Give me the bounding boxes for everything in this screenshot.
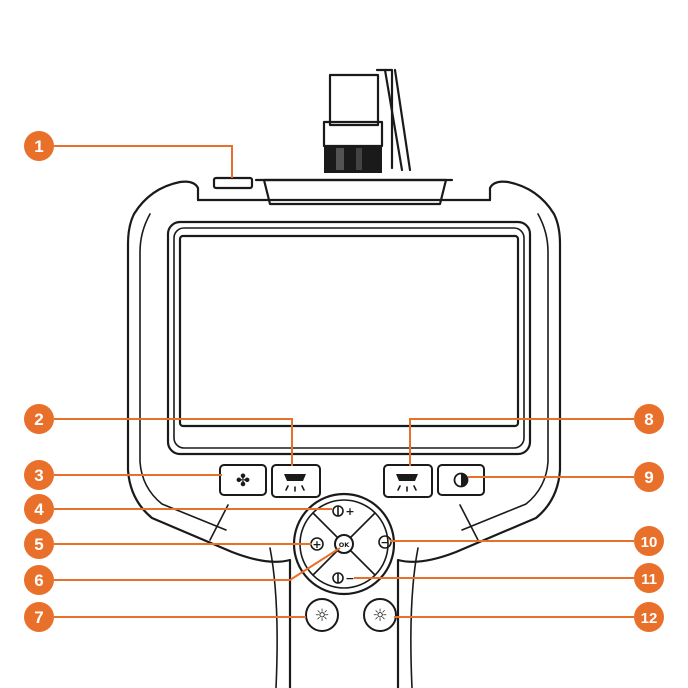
leader-2	[54, 418, 293, 466]
bottom-buttons: ☼ ☼	[305, 598, 397, 632]
button-row: ✤	[219, 464, 485, 498]
callout-2: 2	[24, 404, 54, 434]
fan-button[interactable]	[219, 464, 267, 496]
d-pad: OK + − + −	[292, 492, 396, 596]
svg-text:1: 1	[34, 137, 43, 156]
svg-text:8: 8	[644, 410, 653, 429]
callout-6: 6	[24, 565, 54, 595]
zoom-out-button[interactable]: −	[378, 535, 392, 549]
ok-label: OK	[339, 541, 351, 549]
contrast-icon	[453, 472, 469, 488]
callout-4: 4	[24, 494, 54, 524]
callout-11: 11	[634, 563, 664, 593]
brightness-down-button[interactable]: −	[332, 572, 355, 585]
led-light-right-icon	[396, 474, 418, 492]
settings-sun-icon: ☼	[372, 606, 387, 626]
callout-10: 10	[634, 526, 664, 556]
led-light-left-icon	[284, 474, 306, 492]
svg-text:7: 7	[34, 608, 43, 627]
svg-text:6: 6	[34, 571, 43, 590]
callout-3: 3	[24, 460, 54, 490]
svg-text:9: 9	[644, 468, 653, 487]
brightness-up-sign: +	[345, 505, 354, 518]
svg-text:10: 10	[641, 534, 658, 551]
screen-area	[166, 220, 532, 456]
leader-6	[54, 547, 341, 581]
brightness-down-sign: −	[345, 572, 354, 585]
callout-12: 12	[634, 602, 664, 632]
right-settings-button[interactable]	[363, 598, 397, 632]
callout-1: 1	[24, 131, 54, 161]
callout-badges: 1 2 3 4 5 6 7 8	[24, 131, 664, 632]
probe-assembly	[254, 68, 454, 206]
svg-text:3: 3	[34, 466, 43, 485]
svg-text:4: 4	[34, 500, 44, 519]
left-settings-button[interactable]	[305, 598, 339, 632]
display-screen	[178, 234, 520, 428]
device-housing	[126, 180, 562, 688]
callout-8: 8	[634, 404, 664, 434]
settings-sun-icon: ☼	[314, 606, 329, 626]
svg-text:11: 11	[641, 571, 657, 588]
zoom-in-button[interactable]: +	[310, 537, 324, 551]
leader-lines	[54, 145, 634, 618]
power-button[interactable]	[212, 176, 254, 190]
callout-7: 7	[24, 602, 54, 632]
leader-1	[54, 145, 233, 178]
leader-8	[409, 418, 634, 466]
zoom-out-sign: −	[380, 536, 389, 549]
fan-icon: ✤	[236, 471, 250, 491]
brightness-up-button[interactable]: +	[332, 505, 355, 518]
callout-9: 9	[634, 462, 664, 492]
svg-text:5: 5	[34, 535, 43, 554]
callout-5: 5	[24, 529, 54, 559]
svg-text:12: 12	[641, 610, 658, 627]
zoom-in-sign: +	[312, 538, 321, 551]
svg-text:2: 2	[34, 410, 43, 429]
